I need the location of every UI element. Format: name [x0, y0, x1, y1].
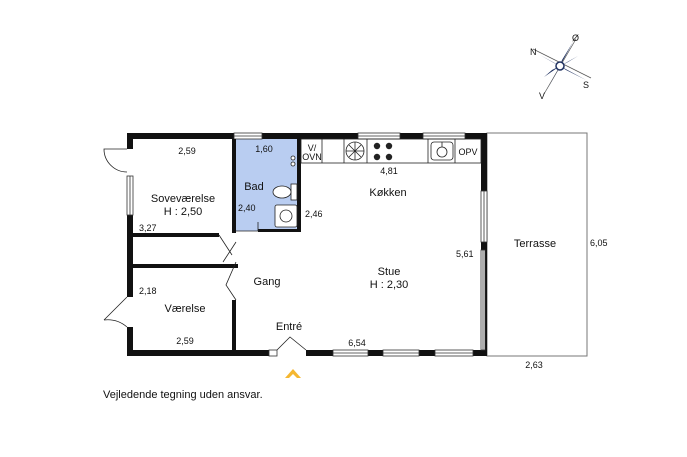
interior-walls [133, 139, 301, 350]
hob-icon [373, 142, 393, 161]
dishwasher-label: OPV [458, 147, 478, 157]
dim-vaerelse-width: 2,59 [176, 336, 194, 346]
compass-west-label: V [539, 91, 546, 101]
entrance-arrow-icon [285, 369, 301, 378]
compass-north-label: N [530, 47, 537, 57]
dim-sove-width: 2,59 [178, 146, 196, 156]
room-label-vaerelse: Værelse [164, 303, 206, 315]
room-label-gang: Gang [253, 276, 281, 288]
room-label-bad: Bad [244, 181, 264, 193]
kitchen-sink-icon [430, 141, 454, 161]
compass-icon [532, 38, 592, 95]
washbasin-icon [274, 204, 298, 228]
dim-terrasse-depth: 6,05 [590, 238, 608, 248]
oven-label-line1: V/ [307, 143, 317, 153]
dim-stue-width: 6,54 [348, 338, 366, 348]
room-height-stue: H : 2,30 [369, 279, 409, 291]
dim-kokken-width: 4,81 [380, 166, 398, 176]
exterior-walls [127, 133, 487, 356]
room-label-sovevaerelse: Soveværelse [150, 193, 216, 205]
room-height-sovevaerelse: H : 2,50 [163, 206, 203, 218]
oven-label-line2: OVN [302, 152, 322, 162]
compass-east-label: Ø [572, 33, 580, 43]
windows [126, 132, 488, 357]
dim-bad-depth: 2,40 [238, 203, 256, 213]
shower-tap-icon [290, 155, 296, 167]
dim-sove-depth: 3,27 [139, 223, 157, 233]
room-label-terrasse: Terrasse [513, 238, 557, 250]
dim-bad-side: 2,46 [305, 209, 323, 219]
kitchen-counter [300, 138, 482, 164]
dim-bad-width: 1,60 [255, 144, 273, 154]
room-label-kokken: Køkken [369, 187, 407, 199]
dim-stue-depth: 5,61 [456, 249, 474, 259]
doors [103, 148, 307, 351]
dim-vaerelse-depth: 2,18 [139, 286, 157, 296]
room-label-stue: Stue [377, 266, 401, 278]
disclaimer-text: Vejledende tegning uden ansvar. [103, 389, 263, 401]
room-label-entre: Entré [275, 321, 303, 333]
dim-terrasse-width: 2,63 [525, 360, 543, 370]
compass-south-label: S [583, 80, 590, 90]
oven-fan-icon [345, 141, 365, 161]
toilet-icon [272, 183, 298, 201]
